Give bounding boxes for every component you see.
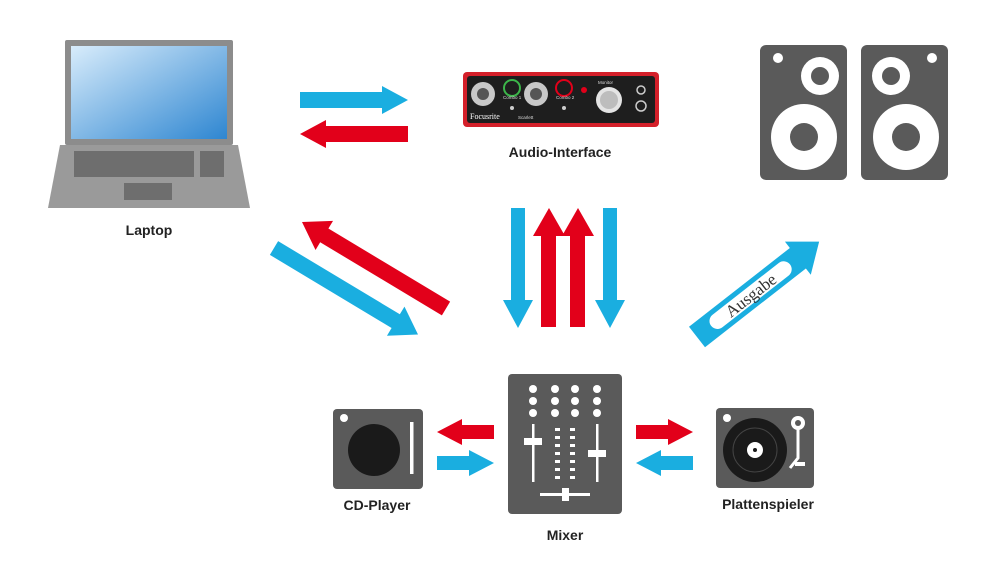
cd-player-icon <box>333 409 423 489</box>
arrow-mixer-to-interface-2 <box>562 208 594 327</box>
speakers-icon <box>760 45 948 180</box>
turntable-label: Plattenspieler <box>722 496 814 512</box>
turntable-icon <box>716 408 814 488</box>
cd-player-label: CD-Player <box>344 497 411 513</box>
laptop-icon <box>48 40 250 208</box>
interface-combo2-text: Combo 2 <box>556 95 575 100</box>
arrow-interface-to-mixer-2 <box>595 208 625 328</box>
mixer-label: Mixer <box>547 527 584 543</box>
arrow-mixer-to-cd-player <box>437 419 494 445</box>
laptop-label: Laptop <box>126 222 173 238</box>
interface-monitor-text: Monitor <box>598 80 614 85</box>
arrow-laptop-to-interface <box>300 86 408 114</box>
interface-combo1-text: Combo 1 <box>503 95 522 100</box>
arrow-mixer-to-turntable <box>636 419 693 445</box>
audio-interface-label: Audio-Interface <box>509 144 612 160</box>
mixer-icon <box>508 374 622 514</box>
arrow-mixer-to-interface-1 <box>533 208 565 327</box>
arrow-interface-to-mixer-1 <box>503 208 533 328</box>
interface-brand-text: Focusrite <box>470 112 500 121</box>
audio-interface-icon: Focusrite Scarlett Combo 1 Combo 2 Monit… <box>463 72 659 127</box>
arrow-mixer-to-laptop <box>302 220 451 316</box>
output-arrow: Ausgabe <box>688 241 820 348</box>
arrow-interface-to-laptop <box>300 120 408 148</box>
arrow-laptop-to-mixer <box>269 241 419 336</box>
arrow-turntable-to-mixer <box>636 450 693 476</box>
interface-model-text: Scarlett <box>518 115 534 120</box>
arrow-cd-player-to-mixer <box>437 450 494 476</box>
